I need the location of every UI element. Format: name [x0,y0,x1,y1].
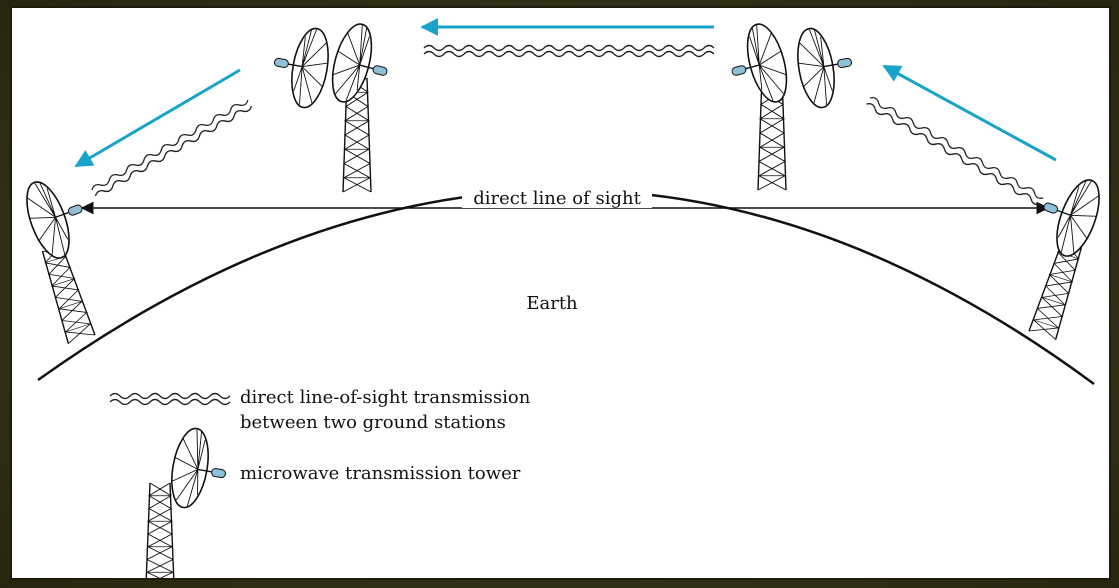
legend-tower-icon [146,426,232,580]
transmission-arrow-left [76,70,240,166]
legend-tower-label: microwave transmission tower [240,463,521,484]
tower-left-center [268,20,398,192]
tower-right-center [722,20,859,190]
wave-signal-left [91,98,253,198]
wave-signal-top [424,46,714,57]
tower-left [18,170,95,344]
legend-wave-line1: direct line-of-sight transmission [240,387,531,408]
diagram-panel: direct line of sight Earth [10,6,1111,580]
tower-right [1029,168,1108,340]
transmission-arrow-right [884,66,1056,160]
microwave-diagram: direct line of sight Earth [12,8,1111,580]
earth-label: Earth [526,293,578,314]
legend-wave-icon [110,394,230,405]
legend-wave-line2: between two ground stations [240,412,506,433]
earth-curve [38,190,1094,384]
wave-signal-right [865,96,1044,206]
line-of-sight-label: direct line of sight [473,188,641,209]
